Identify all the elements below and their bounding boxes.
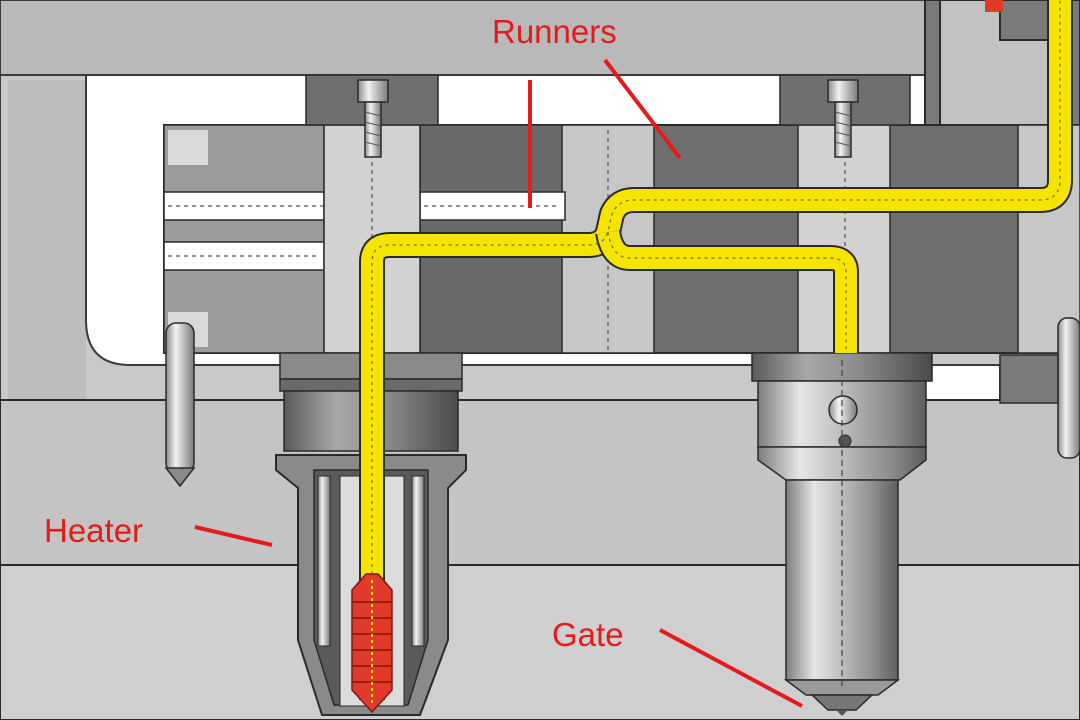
dowel-pin-left (164, 322, 196, 488)
runners-label: Runners (492, 13, 617, 50)
heater-label: Heater (44, 512, 144, 549)
heater-coil (351, 573, 393, 714)
cavity-plate-lower (0, 564, 1080, 720)
gate-callout-line (659, 628, 803, 708)
runners-callout-line-2 (603, 58, 682, 160)
heater-callout-line (194, 525, 273, 547)
right-nozzle (751, 352, 933, 716)
heater-slot-2 (419, 191, 566, 221)
gate-label: Gate (552, 616, 624, 653)
melt-runner (359, 0, 1073, 700)
manifold-corner-1 (168, 130, 208, 165)
right-bolt (779, 74, 911, 158)
top-clamp-plate (0, 0, 926, 76)
dowel-pin-right (999, 317, 1080, 459)
red-marker (985, 0, 1003, 12)
left-bolt (305, 74, 439, 158)
